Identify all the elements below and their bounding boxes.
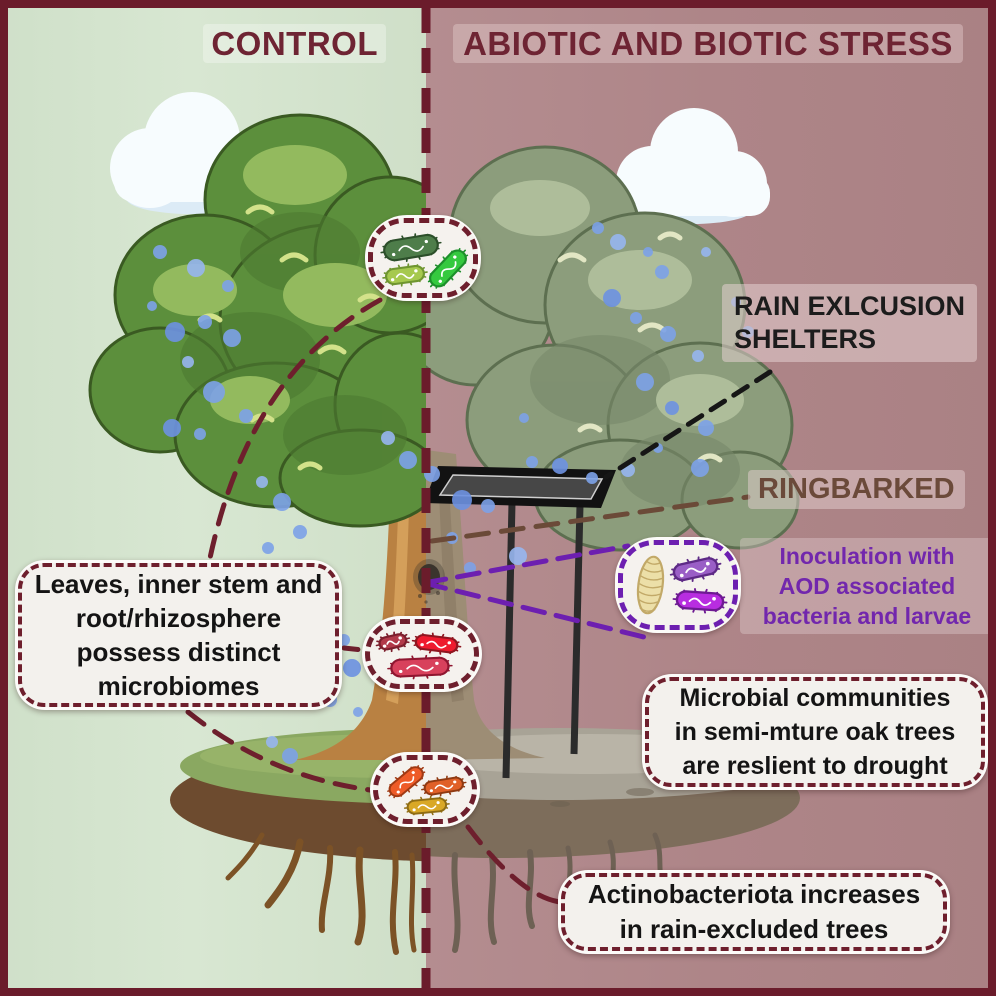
rain-shelters-line1: RAIN EXLCUSION (734, 291, 966, 321)
connector-leftbox-to-rootcapsule (185, 709, 373, 793)
left-box-line3: possess distinct (76, 637, 281, 667)
inoculation-label: Inoculation with AOD associated bacteria… (740, 538, 994, 634)
distinct-microbiomes-box: Leaves, inner stem and root/rhizosphere … (15, 560, 342, 710)
stem-bacteria-icon (370, 624, 474, 684)
root-bacteria-icon (378, 760, 472, 819)
stress-title-text: ABIOTIC AND BIOTIC STRESS (453, 24, 963, 63)
rain-shelters-label: RAIN EXLCUSION SHELTERS (722, 284, 990, 362)
connector-shelter-label (603, 369, 773, 480)
connector-leftbox-to-stemcapsule (341, 645, 365, 653)
rain-shelter (424, 466, 616, 779)
stress-title: ABIOTIC AND BIOTIC STRESS (428, 22, 988, 66)
microbial-box-line3: are reslient to drought (682, 752, 948, 780)
actino-box-line1: Actinobacteriota increases (587, 879, 921, 909)
connector-inoculation-lower (421, 580, 651, 641)
inoculation-line1: Inoculation with (779, 543, 955, 569)
drought-resilience-box: Microbial communities in semi-mture oak … (642, 674, 988, 790)
connector-leafcapsule-to-leftbox (207, 297, 383, 561)
connector-rootcapsule-to-actinobox (465, 824, 563, 905)
control-title-text: CONTROL (203, 24, 386, 63)
left-box-line1: Leaves, inner stem and (34, 569, 323, 599)
leaf-bacteria-icon (373, 223, 473, 293)
microbial-box-line2: in semi-mture oak trees (674, 718, 956, 746)
inoculation-capsule (615, 537, 741, 633)
stem-microbiome-capsule (362, 616, 482, 692)
actinobacteriota-box: Actinobacteriota increases in rain-exclu… (558, 870, 950, 954)
microbial-box-line1: Microbial communities (679, 684, 951, 712)
actino-box-line2: in rain-excluded trees (619, 914, 889, 944)
root-microbiome-capsule (370, 752, 480, 827)
left-box-line2: root/rhizosphere (75, 603, 282, 633)
left-box-line4: microbiomes (97, 671, 260, 701)
inoculation-bacteria-larva-icon (623, 545, 733, 625)
ringbarked-label: RINGBARKED (748, 470, 965, 509)
connector-lines (185, 297, 773, 905)
inoculation-line2: AOD associated (778, 573, 956, 599)
connector-inoculation-upper (421, 543, 631, 586)
connector-ringbarked-label (429, 494, 751, 544)
inoculation-line3: bacteria and larvae (762, 603, 972, 629)
cloud-icon-right (616, 108, 770, 224)
rain-shelters-line2: SHELTERS (734, 324, 877, 354)
control-title: CONTROL (8, 22, 412, 66)
leaf-microbiome-capsule (365, 215, 481, 301)
